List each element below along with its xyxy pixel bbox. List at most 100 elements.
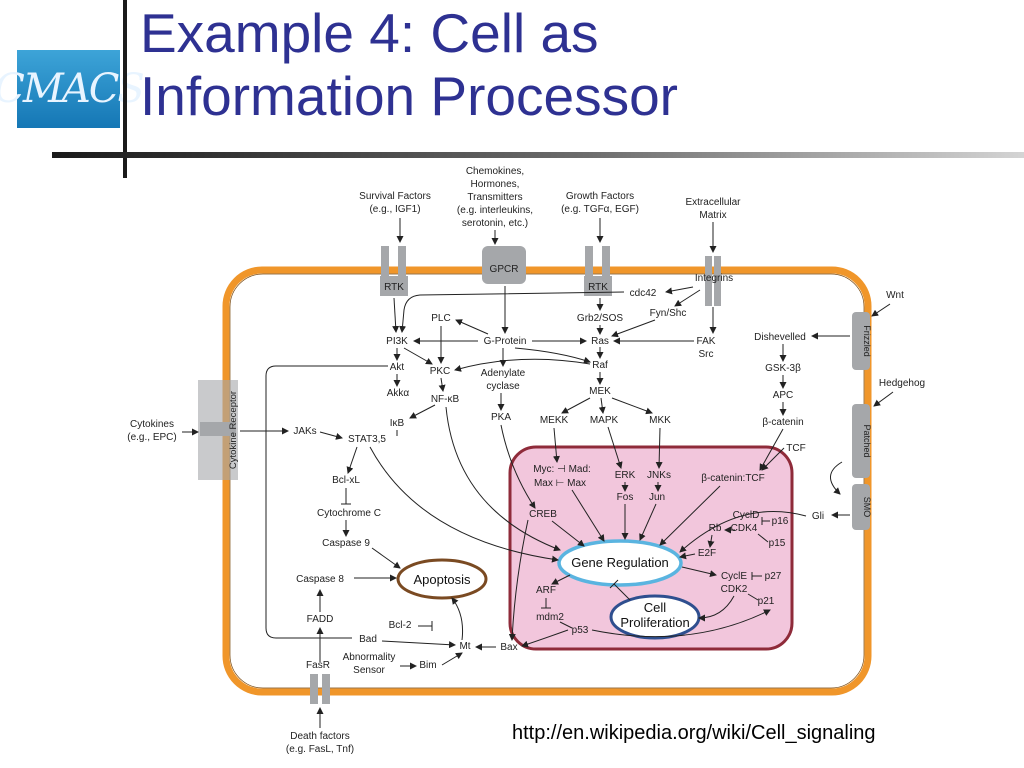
frizzled-receptor [852,312,870,370]
gpcr-receptor [482,246,526,284]
fadd-node: FADD [307,614,334,625]
arrow-bad-mt [381,640,456,649]
arrow-mt-apoptosis [451,597,463,641]
arf-node: ARF [536,585,556,596]
logo-text: CMACS [0,66,145,112]
apoptosis-ellipse [396,558,488,600]
chemokines-label-3: Transmitters [467,192,522,203]
stat-node: STAT3,5 [348,434,386,445]
death-factors-example: (e.g. FasL, Tnf) [286,744,354,755]
arrow-nfkb-gene [445,406,561,552]
pkc-node: PKC [430,366,451,377]
erk-node: ERK [615,470,636,481]
fos-node: Fos [617,492,634,503]
akt-node: Akt [390,362,405,373]
cycle-node: CyclE [721,571,747,582]
grb2-sos-node: Grb2/SOS [577,313,623,324]
arrow-gli-gene [679,511,807,553]
title-vertical-rule [123,0,127,178]
arrow-gene-cycle [681,566,717,578]
arrow-creb-gene [551,520,585,547]
hedgehog-label: Hedgehog [879,378,925,389]
arrow-jun-gene [639,503,657,541]
mdm2-node: mdm2 [536,612,564,623]
tcf-node: TCF [786,443,805,454]
arrow-creb-bax [508,519,529,641]
patched-receptor [852,404,870,478]
pka-node: PKA [491,412,511,423]
cyclid-node: CyclD [733,510,760,521]
cdk2-node: CDK2 [721,584,748,595]
fasr-receptor [310,674,330,704]
arrow-integrins-cdc42 [665,286,694,295]
survival-factors-example: (e.g., IGF1) [369,204,420,215]
bclxl-node: Bcl-xL [332,475,360,486]
cdk4-node: CDK4 [731,523,758,534]
pi3k-node: PI3K [386,336,408,347]
rb-node: Rb [709,523,722,534]
gsk3b-node: GSK-3β [765,363,801,374]
arrow-mekk-myc [552,427,560,463]
arrow-jaks-stat [319,431,343,440]
wnt-label: Wnt [886,290,904,301]
arrow-mek-mapk [598,397,606,414]
plc-node: PLC [431,313,450,324]
fak-node: FAK [697,336,716,347]
ikb-node: IκB [390,418,405,429]
rtk-left-label: RTK [384,282,404,293]
bad-node: Bad [359,634,377,645]
arrow-pka-creb [500,424,536,509]
mapk-node: MAPK [590,415,619,426]
cdc42-node: cdc42 [630,288,657,299]
arrow-e2f-gene [679,552,696,560]
inhibit-gene-proliferation [613,583,631,601]
chemokines-label-4: (e.g. interleukins, [457,205,533,216]
arrow-myc-gene [571,489,605,542]
arrow-pi3k-pkc [403,347,433,365]
b-catenin-node: β-catenin [762,417,803,428]
mt-node: Mt [459,641,470,652]
cell-membrane [222,266,872,696]
caspase8-node: Caspase 8 [296,574,344,585]
integrins-label: Integrins [695,273,733,284]
arrow-mkk-jnks [655,427,663,469]
fasr-label: FasR [306,660,330,671]
extracellular-label-2: Matrix [699,210,726,221]
p53-node: p53 [572,625,589,636]
abnormality-sensor-node-2: Sensor [353,665,385,676]
rtk-right-label: RTK [588,282,608,293]
adenylate-cyclase-node-2: cyclase [486,381,520,392]
chemokines-label-5: serotonin, etc.) [462,218,528,229]
abnormality-sensor-node-1: Abnormality [343,652,396,663]
jaks-node: JAKs [293,426,316,437]
death-factors-label: Death factors [290,731,349,742]
inhibit-p15-cdk4 [757,533,769,543]
inhibition-lines [341,488,770,631]
cytokines-label: Cytokines [130,419,174,430]
smo-label: SMO [862,497,872,518]
creb-node: CREB [529,509,557,520]
cytochrome-node: Cytochrome C [317,508,381,519]
p27-node: p27 [765,571,782,582]
cytokines-example: (e.g., EPC) [127,432,176,443]
arrow-stat-bclxl [346,446,358,474]
p16-node: p16 [772,516,789,527]
cytokine-receptor-label: Cytokine Receptor [228,391,239,469]
p15-node: p15 [769,538,786,549]
source-link[interactable]: http://en.wikipedia.org/wiki/Cell_signal… [512,722,876,744]
growth-factors-label: Growth Factors [566,191,634,202]
title-line-2: Information Processor [140,65,678,127]
bax-node: Bax [500,642,517,653]
arrow-stat-gene [369,446,559,563]
arrow-caspase9-apoptosis [371,547,401,569]
cell-membrane-inner [229,273,865,689]
akka-node: Akkα [387,388,410,399]
adenylate-cyclase-node-1: Adenylate [481,368,526,379]
mek-node: MEK [589,386,611,397]
ras-node: Ras [591,336,609,347]
g-protein-node: G-Protein [484,336,527,347]
gpcr-label: GPCR [490,264,519,275]
arrow-mapk-erk [607,426,623,469]
arrow-gene-arf [551,574,571,585]
arrow-bcatenin-tcf [759,428,784,471]
